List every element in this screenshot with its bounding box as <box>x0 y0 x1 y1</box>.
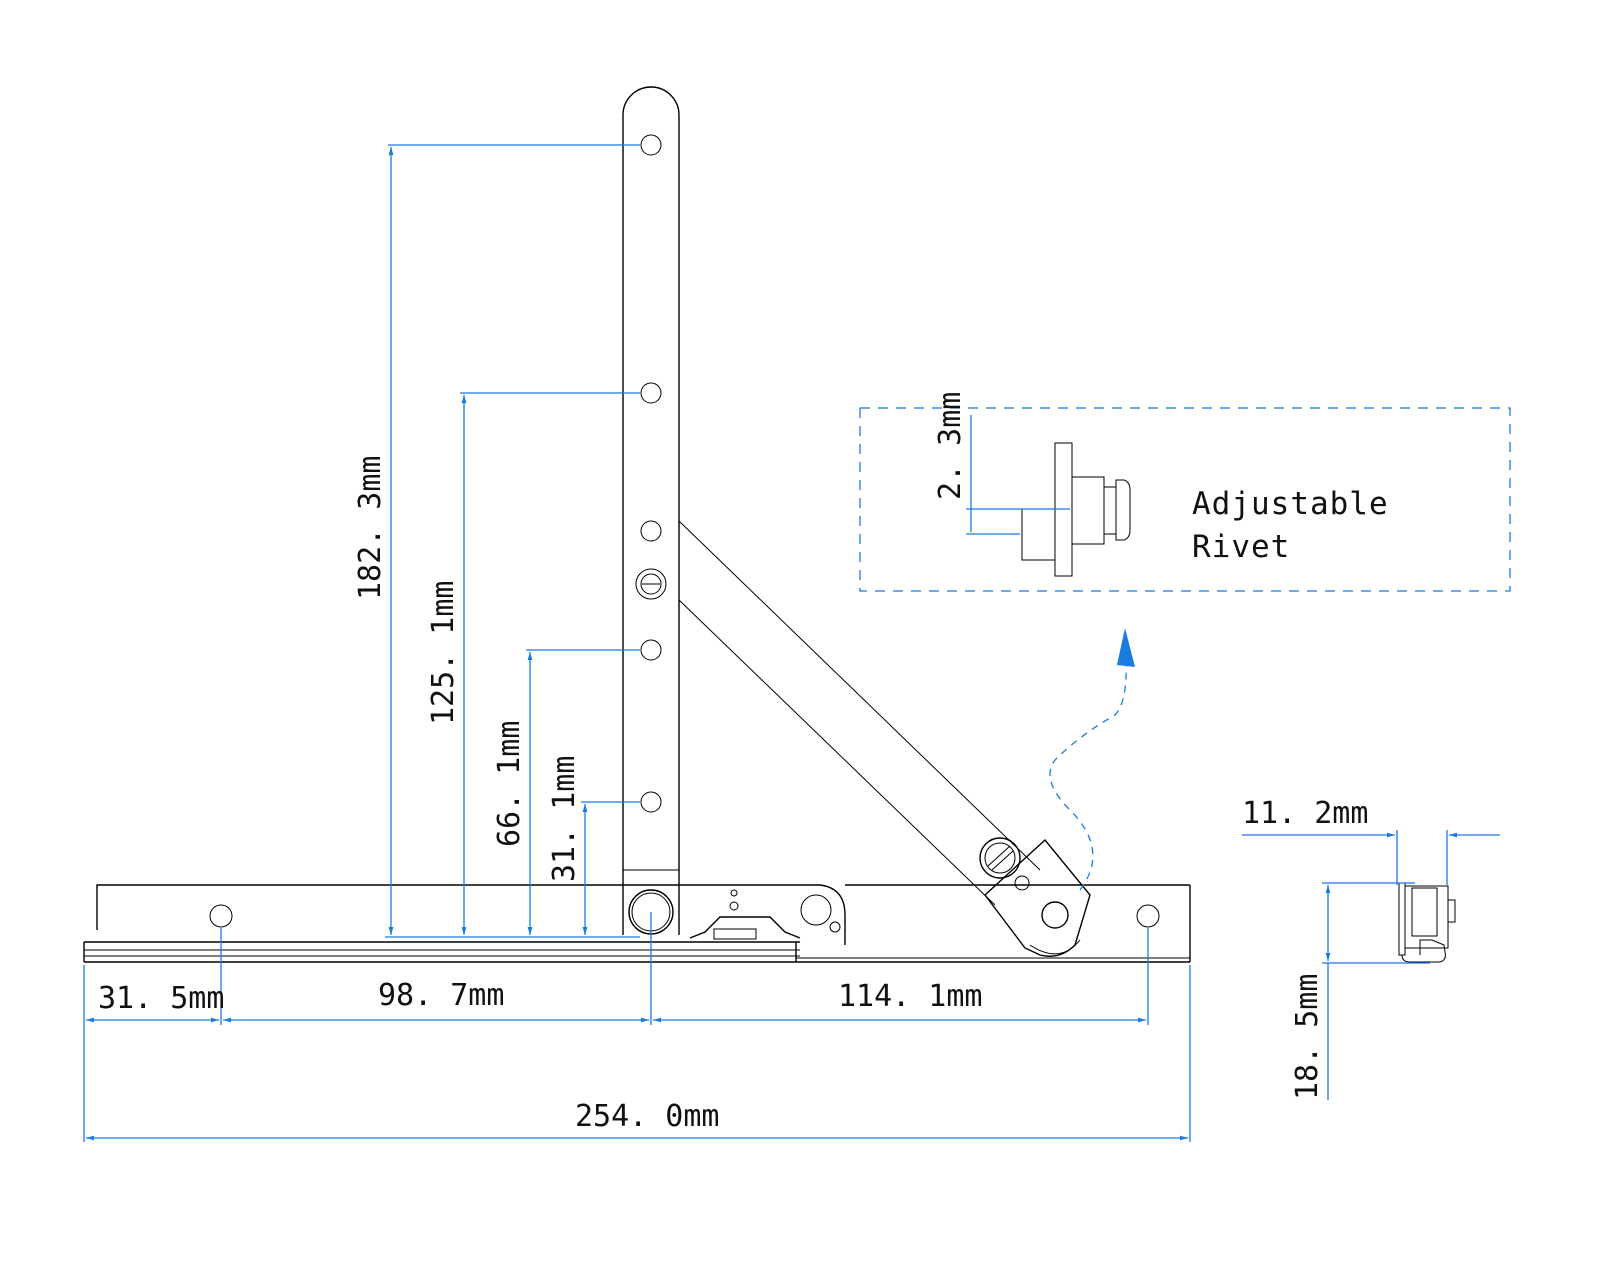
dim-125-label: 125. 1mm <box>426 581 461 726</box>
callout-title: Adjustable <box>1192 486 1389 522</box>
base-hole-icon <box>1136 904 1160 928</box>
side-view: 11. 2mm 18. 5mm <box>1242 796 1500 1100</box>
rivet-detail-box: 2. 3mm Adjustable Rivet <box>859 392 1511 592</box>
arm-hole-icon <box>640 791 662 813</box>
arm-hole-icon <box>640 520 662 542</box>
screw-icon <box>635 568 667 600</box>
arm-hole-icon <box>640 639 662 661</box>
dim-98-7-label: 98. 7mm <box>378 978 504 1013</box>
dim-66-label: 66. 1mm <box>492 721 527 847</box>
dim-31-5-label: 31. 5mm <box>98 981 224 1016</box>
base-hole-icon <box>209 904 233 928</box>
callout-subtitle: Rivet <box>1192 529 1290 565</box>
dim-18-5-label: 18. 5mm <box>1290 974 1325 1100</box>
dim-182-label: 182. 3mm <box>353 456 388 601</box>
vertical-arm <box>622 86 680 935</box>
arm-hole-icon <box>640 134 662 156</box>
callout-leader <box>1049 639 1127 891</box>
arm-dimensions: 182. 3mm 125. 1mm 66. 1mm 31. 1mm <box>353 144 640 938</box>
arm-hole-icon <box>640 382 662 404</box>
dim-114-1-label: 114. 1mm <box>838 979 983 1014</box>
dim-2-3-label: 2. 3mm <box>933 392 968 500</box>
base-track <box>83 884 1191 963</box>
dim-254-label: 254. 0mm <box>575 1099 720 1134</box>
dim-31-label: 31. 1mm <box>547 756 582 882</box>
dim-11-2-label: 11. 2mm <box>1242 796 1368 831</box>
base-dimensions: 31. 5mm 98. 7mm 114. 1mm 254. 0mm <box>83 912 1191 1142</box>
diagonal-link <box>678 520 1091 957</box>
